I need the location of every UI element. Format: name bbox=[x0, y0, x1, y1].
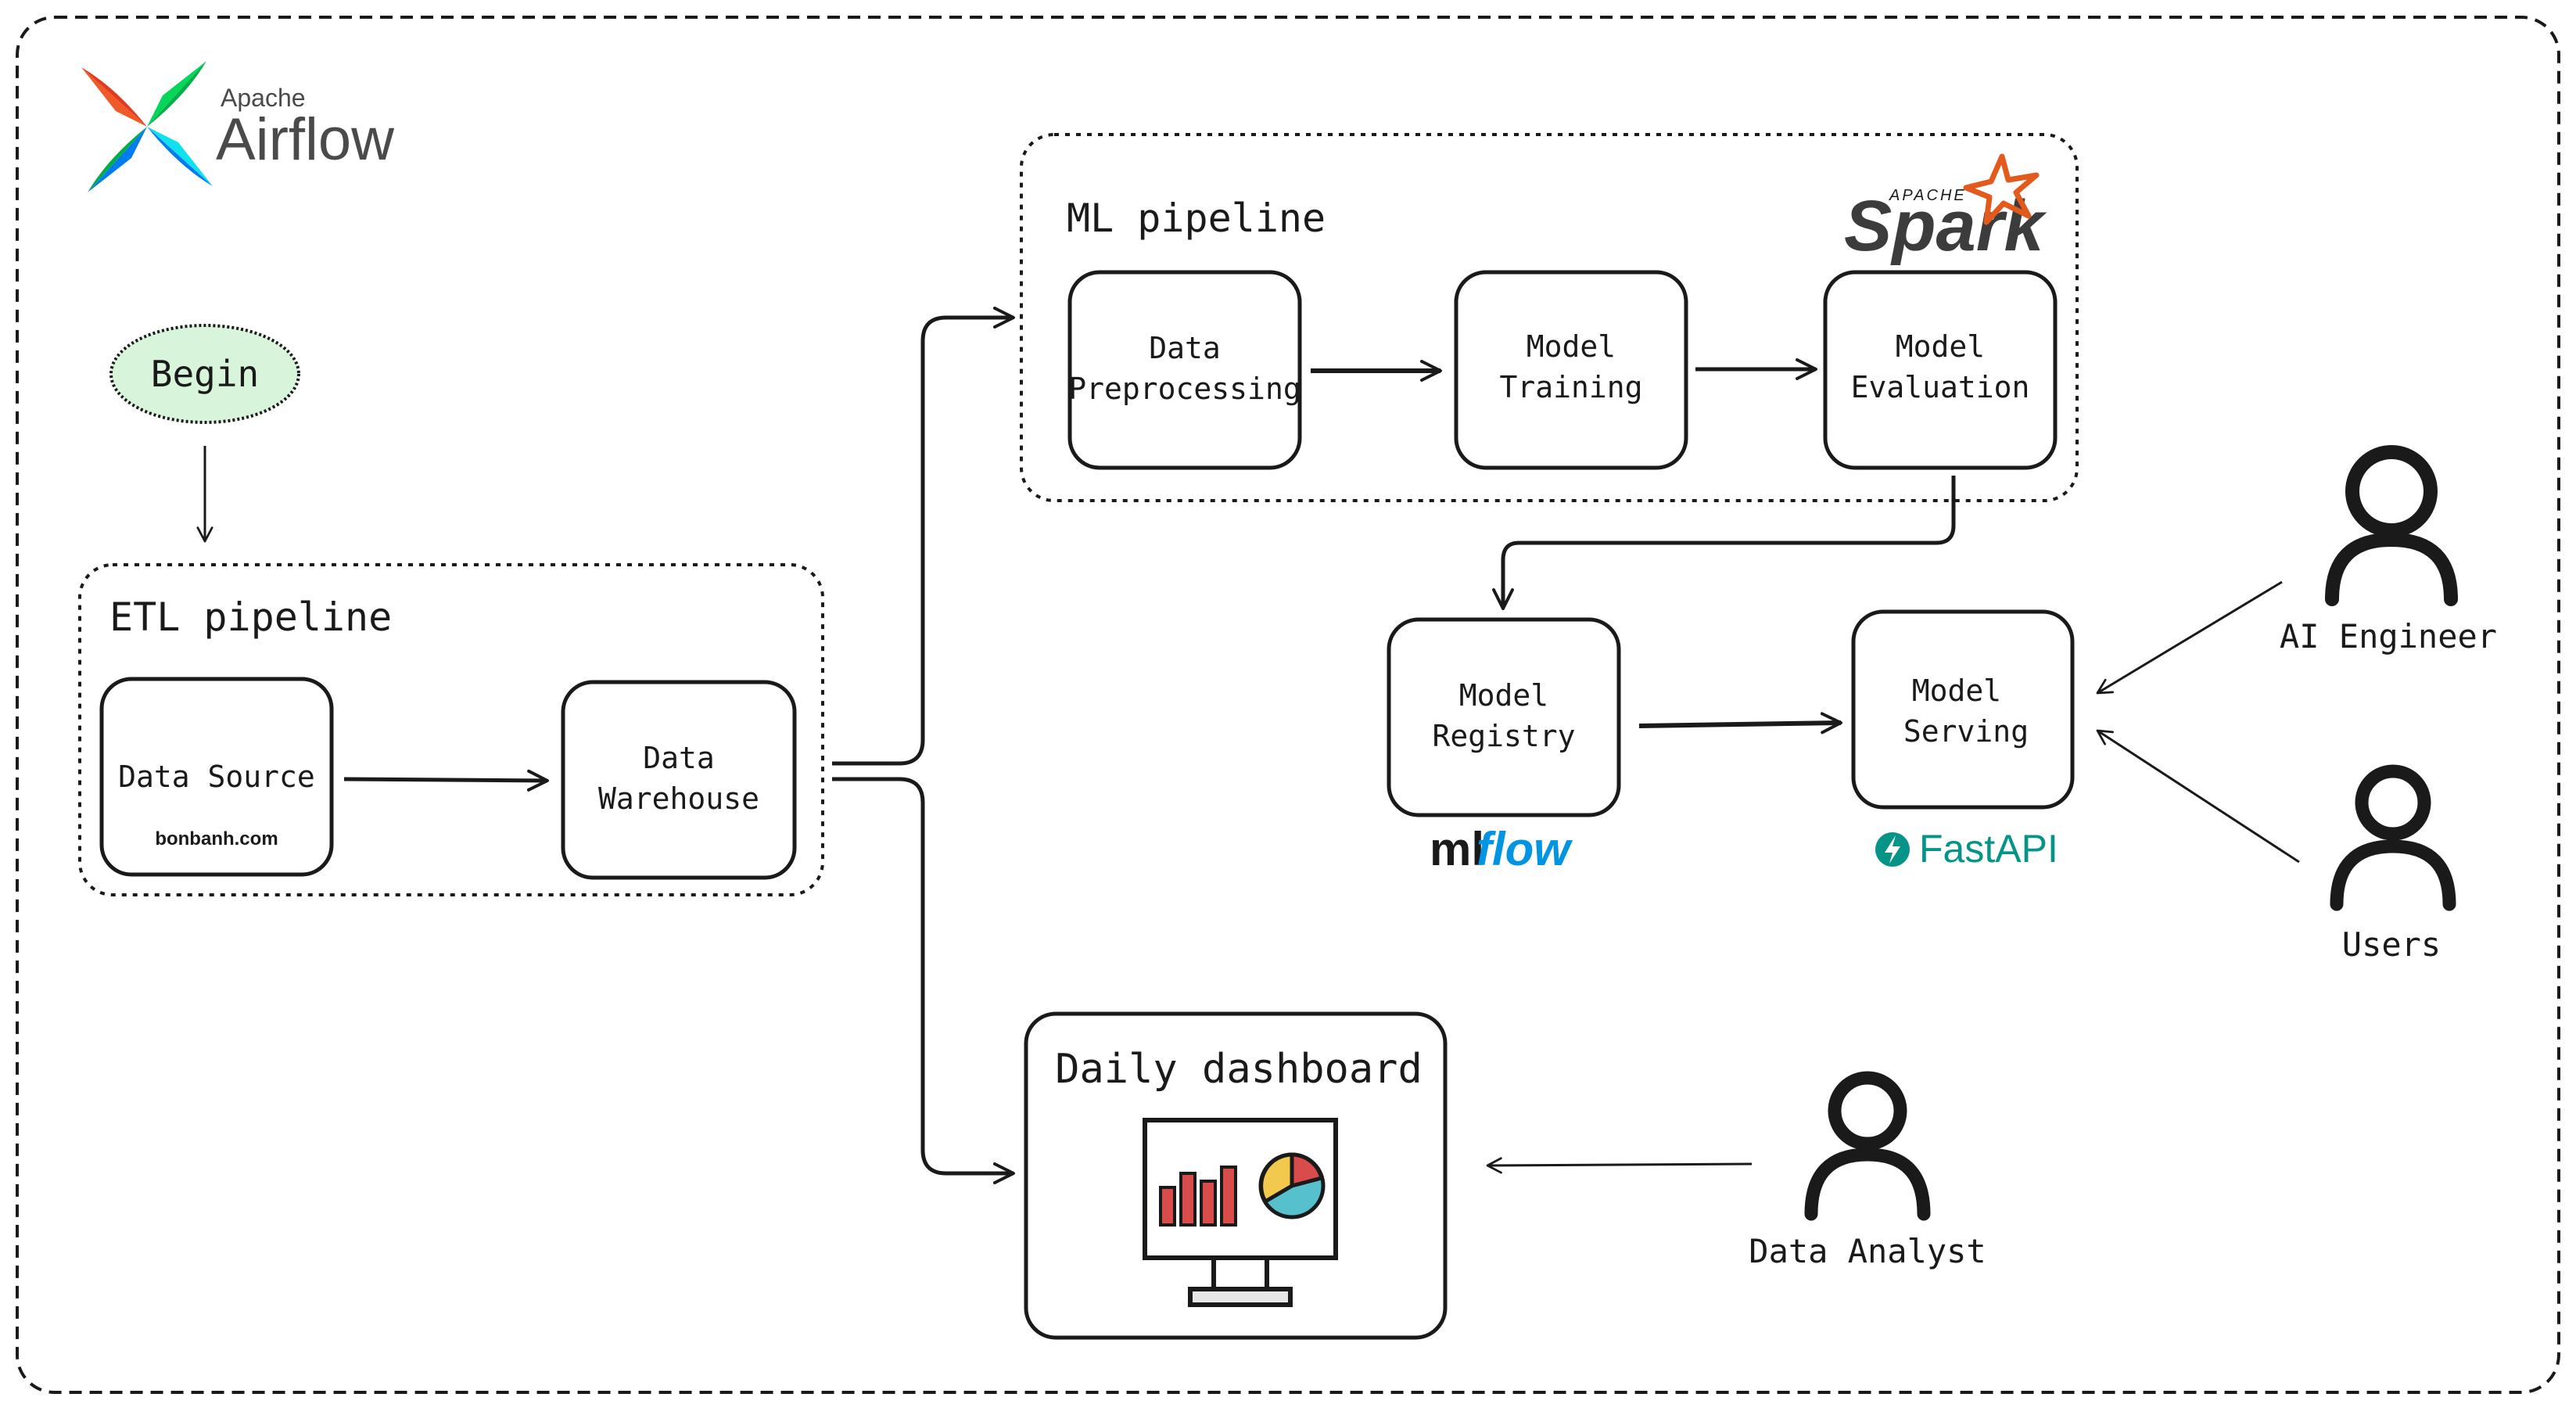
spark-logo: APACHE Spark bbox=[1844, 153, 2047, 266]
ml-pipeline-title: ML pipeline bbox=[1067, 196, 1326, 241]
airflow-logo: Apache Airflow bbox=[81, 61, 395, 192]
begin-node[interactable] bbox=[109, 324, 300, 424]
model-serving-node[interactable] bbox=[1851, 609, 2075, 810]
model-registry-node[interactable] bbox=[1387, 617, 1621, 817]
daily-dashboard-title: Daily dashboard bbox=[1055, 1046, 1423, 1093]
arrow-source-to-warehouse bbox=[343, 769, 549, 792]
arrow-registry-to-serving bbox=[1638, 712, 1842, 735]
monitor-chart-icon bbox=[1143, 1118, 1338, 1307]
bonbanh-text: bonbanh.com bbox=[155, 828, 278, 849]
fastapi-logo-text: FastAPI bbox=[1919, 827, 2058, 871]
data-warehouse-line2: Warehouse bbox=[598, 781, 759, 816]
mlflow-logo: ml flow bbox=[1430, 823, 1573, 875]
pinwheel-icon bbox=[81, 61, 213, 192]
arrow-etl-to-ml bbox=[832, 307, 1015, 766]
data-preprocessing-line1: Data bbox=[1149, 331, 1221, 365]
arrow-etl-to-dashboard bbox=[832, 777, 1015, 1184]
bolt-shape bbox=[1885, 835, 1900, 864]
data-source-node[interactable] bbox=[99, 677, 334, 877]
data-warehouse-node[interactable] bbox=[561, 680, 797, 880]
model-registry-line2: Registry bbox=[1432, 719, 1575, 753]
model-evaluation-line2: Evaluation bbox=[1851, 370, 2030, 404]
begin-label: Begin bbox=[151, 353, 259, 395]
data-warehouse-line1: Data bbox=[643, 741, 715, 775]
airflow-logo-small: Apache bbox=[221, 84, 306, 112]
outer-frame bbox=[16, 16, 2560, 1394]
person-icon bbox=[2330, 764, 2456, 911]
mlflow-logo-ml: ml bbox=[1430, 823, 1484, 875]
model-training-node[interactable] bbox=[1454, 270, 1688, 470]
data-preprocessing-node[interactable] bbox=[1067, 270, 1302, 470]
ai-engineer-label: AI Engineer bbox=[2280, 617, 2497, 656]
arrow-ai-engineer-to-serving bbox=[2096, 580, 2283, 695]
users-label: Users bbox=[2342, 925, 2441, 964]
data-preprocessing-line2: Preprocessing bbox=[1068, 372, 1301, 406]
airflow-logo-big: Airflow bbox=[216, 106, 395, 173]
data-analyst-label: Data Analyst bbox=[1749, 1232, 1986, 1270]
ml-pipeline-group bbox=[1020, 133, 2079, 502]
model-serving-line1: Model bbox=[1912, 673, 2001, 708]
spark-logo-small: APACHE bbox=[1889, 187, 1967, 204]
model-training-line2: Training bbox=[1499, 370, 1642, 404]
fastapi-logo: FastAPI bbox=[1875, 827, 2058, 871]
data-analyst-actor: Data Analyst bbox=[1749, 1071, 1986, 1270]
person-icon bbox=[1804, 1071, 1931, 1221]
ai-engineer-actor: AI Engineer bbox=[2280, 445, 2497, 656]
bonbanh-logo: bonbanh.com bbox=[155, 828, 278, 849]
model-evaluation-node[interactable] bbox=[1823, 270, 2058, 470]
etl-pipeline-title: ETL pipeline bbox=[109, 594, 392, 640]
spark-star-icon bbox=[1963, 153, 2040, 225]
etl-pipeline-group bbox=[78, 563, 824, 896]
arrow-evaluation-to-registry bbox=[1492, 476, 1956, 610]
arrow-analyst-to-dashboard bbox=[1486, 1157, 1753, 1174]
spark-logo-big: Spark bbox=[1844, 186, 2047, 266]
arrow-users-to-serving bbox=[2096, 729, 2300, 864]
users-actor: Users bbox=[2330, 764, 2456, 964]
model-evaluation-line1: Model bbox=[1896, 329, 1985, 364]
data-source-label: Data Source bbox=[118, 760, 315, 794]
model-registry-line1: Model bbox=[1459, 678, 1548, 713]
model-serving-line2: Serving bbox=[1903, 714, 2029, 749]
person-icon bbox=[2325, 445, 2458, 606]
model-training-line1: Model bbox=[1527, 329, 1616, 364]
mlflow-logo-flow: flow bbox=[1476, 823, 1573, 875]
